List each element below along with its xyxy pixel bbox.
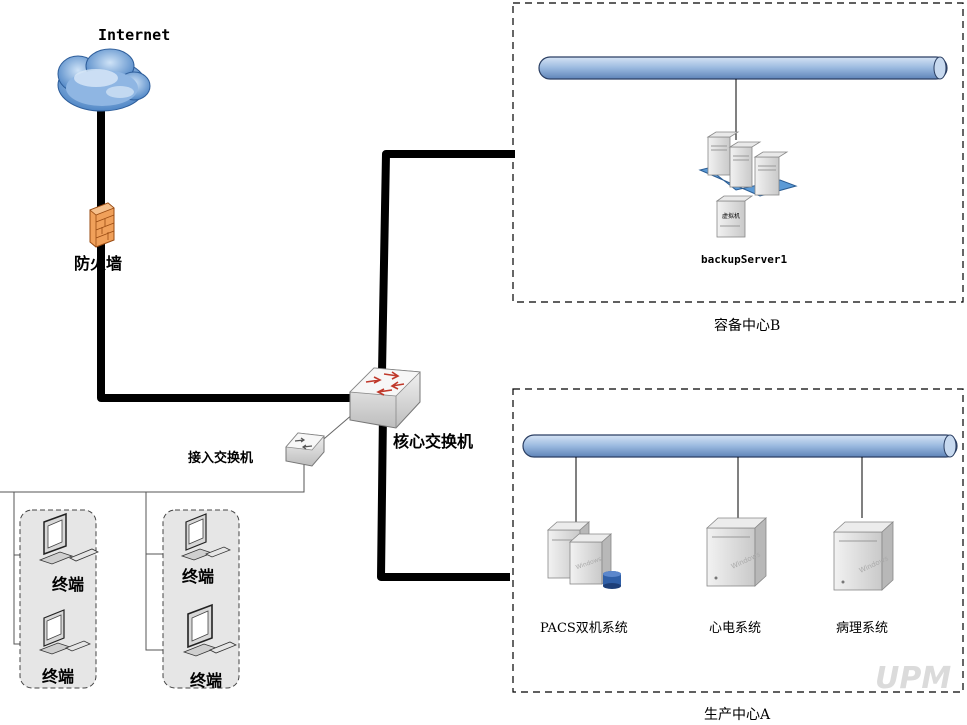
- terminal-icon: [38, 609, 91, 655]
- pacs-label: PACS双机系统: [540, 621, 628, 636]
- core-switch-icon: [349, 367, 421, 429]
- pathology-label: 病理系统: [836, 621, 888, 636]
- ecg-server-icon: Windows: [705, 517, 768, 587]
- vm-badge-label: 虚拟机: [722, 212, 740, 220]
- access-switch-label: 接入交换机: [188, 450, 253, 466]
- terminal-icon: [180, 513, 231, 561]
- internet-label: Internet: [98, 26, 170, 44]
- backup-center-label: 容备中心B: [714, 317, 780, 334]
- firewall-label: 防火墙: [74, 254, 122, 273]
- terminal-label: 终端: [190, 671, 222, 690]
- pathology-server-icon: Windows: [832, 521, 895, 591]
- production-center-region: [512, 388, 964, 693]
- terminal-icon: [182, 603, 237, 657]
- internet-firewall-link: [97, 110, 355, 402]
- core-to-production-link: [377, 411, 510, 581]
- terminal-icon: [38, 512, 99, 565]
- core-switch-label: 核心交换机: [393, 432, 473, 451]
- backup-server-cluster-icon: 虚拟机: [698, 131, 798, 238]
- upm-watermark-logo: UPM: [875, 661, 951, 696]
- pacs-server-icon: Windows: [546, 521, 621, 589]
- terminal-label: 终端: [182, 567, 214, 586]
- terminal-group-right: [162, 509, 240, 689]
- terminal-label: 终端: [42, 667, 74, 686]
- internet-cloud-icon: [57, 48, 151, 112]
- production-center-label: 生产中心A: [704, 707, 771, 723]
- watermark-label: UPM: [875, 661, 951, 696]
- core-to-backup-link: [378, 150, 515, 373]
- production-bus: [522, 434, 958, 458]
- backup-bus: [538, 56, 948, 80]
- backup-server-label: backupServer1: [701, 253, 787, 266]
- firewall-icon: [89, 202, 115, 248]
- terminal-label: 终端: [52, 575, 84, 594]
- access-switch-icon: [285, 432, 325, 467]
- ecg-label: 心电系统: [709, 621, 761, 636]
